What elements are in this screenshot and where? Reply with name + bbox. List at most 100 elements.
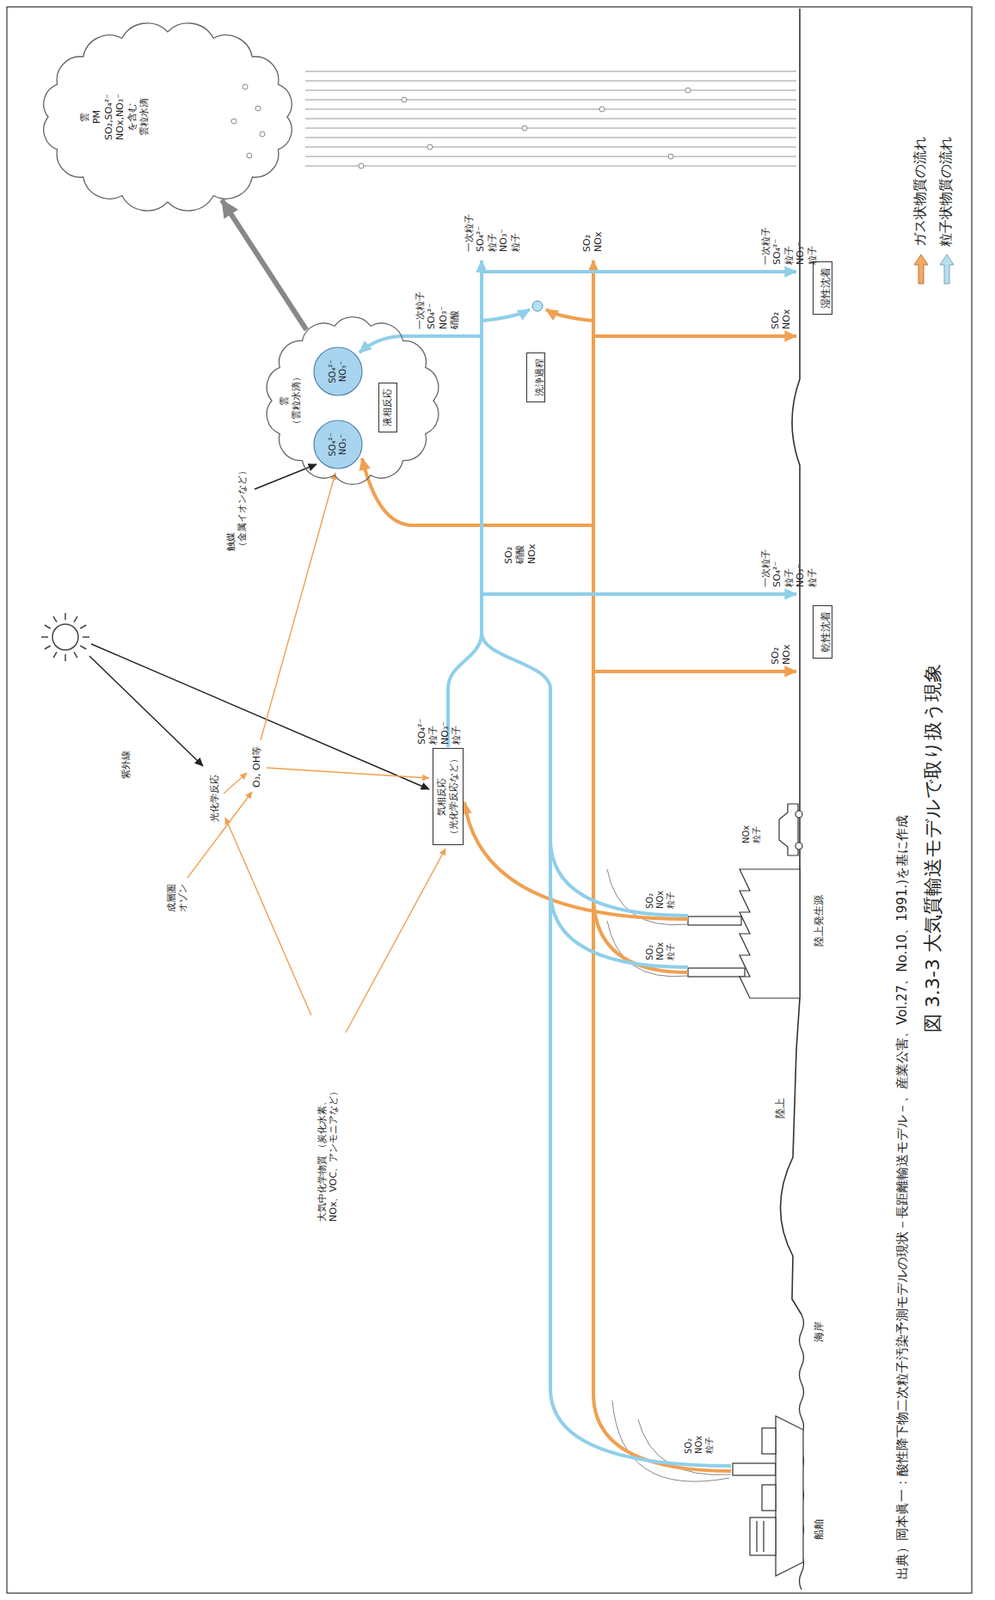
node-text: 雲 [79,112,92,123]
ultraviolet-arrow [254,464,317,490]
rain [246,153,252,159]
raindrop [532,300,543,312]
chemical-label: 触媒 （金属イオンなど） [225,466,249,552]
ship [756,1521,764,1553]
text-group: SO₄²⁻ NO₃⁻ [313,346,363,397]
flow-label: SO₂ NOx [769,644,793,665]
ship [749,1517,776,1556]
factory [739,869,800,999]
particle-flow [481,592,797,596]
particle-flow [481,270,797,274]
node-text: 気相反応 （光化学反応など） [436,754,461,840]
ultraviolet-arrow [89,464,430,790]
ship [732,1416,804,1577]
cloud-outline [43,23,292,211]
node-text: 洗浄過程 [534,358,547,397]
place-label: 海岸 [812,1321,826,1343]
flow-arrow [221,200,307,331]
legend-swatch [913,253,929,285]
particle-flow [359,336,482,353]
particle-flow [481,260,731,1467]
rain [401,97,407,103]
rain [522,125,528,131]
text-group: SO₄²⁻ NO₃⁻ [313,419,363,470]
source-note: 出典）岡本眞一：酸性降下物二次粒子汚染予測モデルの現状－長距離輸送モデル－、産業… [894,815,910,1580]
deposition-box: 乾性沈着 [812,605,833,659]
chemistry-arrow [187,472,446,1033]
gas-flow [593,260,731,1472]
text-group: 雲PM SO₂,SO₄²⁻ NOx,NO₃⁻を含む 雲粒水滴 [34,18,151,216]
place-label: 陸上 [773,1098,787,1119]
rain [242,84,248,90]
ultraviolet-arrow [91,644,430,790]
gas-flow [362,260,797,1472]
legend-row: 粒子状物質の流れ [937,136,956,285]
chemistry-arrow [223,773,247,794]
droplet-circle: SO₄²⁻ NO₃⁻ [313,419,363,470]
process-box: 洗浄過程 [526,352,546,403]
process-box: 気相反応 （光化学反応など） [432,748,464,846]
flow-label: SO₂ NOx [769,309,793,330]
circle-outline [313,420,363,469]
droplet-circle: SO₄²⁻ NO₃⁻ [313,346,363,397]
particle-flow [550,890,688,968]
legend-text: ガス状物質の流れ [911,136,930,247]
factory [687,916,742,926]
ship [761,1428,776,1455]
emission-label: SO₂ NOx 粒子 [644,890,677,910]
flow-label: 一次粒子 SO₄²⁻粒子 NO₃⁻粒子 [760,549,818,588]
car [779,804,803,856]
rain [231,84,691,169]
gas-flow [546,309,594,321]
car [795,842,803,850]
factory [687,968,745,977]
node-text: 乾性沈着 [819,611,833,653]
text-group: 液相反応 [381,388,394,427]
place-label: 船舶 [812,1519,826,1541]
circle-outline [313,347,363,396]
text-group: 湿性沈着 [819,267,833,309]
emission-label: SO₂ NOx 粒子 [644,942,677,961]
rain [599,106,605,112]
node-text: SO₄²⁻ NO₃⁻ [327,432,350,457]
text-group: 気相反応 （光化学反応など） [436,754,461,840]
emission-label: NOx 粒子 [741,825,762,844]
deposition-box: 湿性沈着 [812,261,833,315]
flow-label: 一次粒子 SO₄²⁻粒子 NO₃⁻粒子 [463,214,522,252]
gas-flow [362,458,594,526]
cloud-shape: 雲（雲粒水滴）SO₄²⁻ NO₃⁻SO₄²⁻ NO₃⁻液相反応 [257,310,448,492]
legend-row: ガス状物質の流れ [911,136,930,285]
node-text: （雲粒水滴） [290,372,303,430]
rain [358,163,364,169]
cloud-shape: 雲PM SO₂,SO₄²⁻ NOx,NO₃⁻を含む 雲粒水滴 [34,18,301,216]
sun [41,613,90,662]
legend-text: 粒子状物質の流れ [937,136,956,247]
car [779,804,799,856]
sun [41,613,90,662]
chemical-label: O₃, OH等 [251,746,263,788]
process-label: 光化学反応 [208,774,221,823]
ship [732,1463,776,1476]
particle-flow [481,309,530,321]
text-group: 乾性沈着 [819,611,833,653]
flow-label: 一次粒子 SO₄²⁻ NO₃⁻ 硝酸 [414,291,461,330]
gas-flow [593,669,797,674]
ultraviolet-arrow [89,656,203,767]
rain [685,87,691,93]
text-group: 洗浄過程 [534,358,547,397]
raindrop [532,300,543,312]
chemical-label: 成層圏 オゾン [165,884,190,913]
chemistry-arrow [225,817,312,1016]
factory [687,869,800,999]
sun [52,624,79,651]
chemistry-arrow [260,472,336,741]
radiation-label: 紫外線 [120,750,132,780]
car [795,810,803,818]
flow-label: 一次粒子 SO₄²⁻粒子 NO₃⁻粒子 [760,227,818,265]
place-label: 陸上発生源 [812,895,826,947]
node-text: 湿性沈着 [819,267,833,309]
text-group: 雲（雲粒水滴） [257,310,303,492]
ship [775,1416,804,1577]
